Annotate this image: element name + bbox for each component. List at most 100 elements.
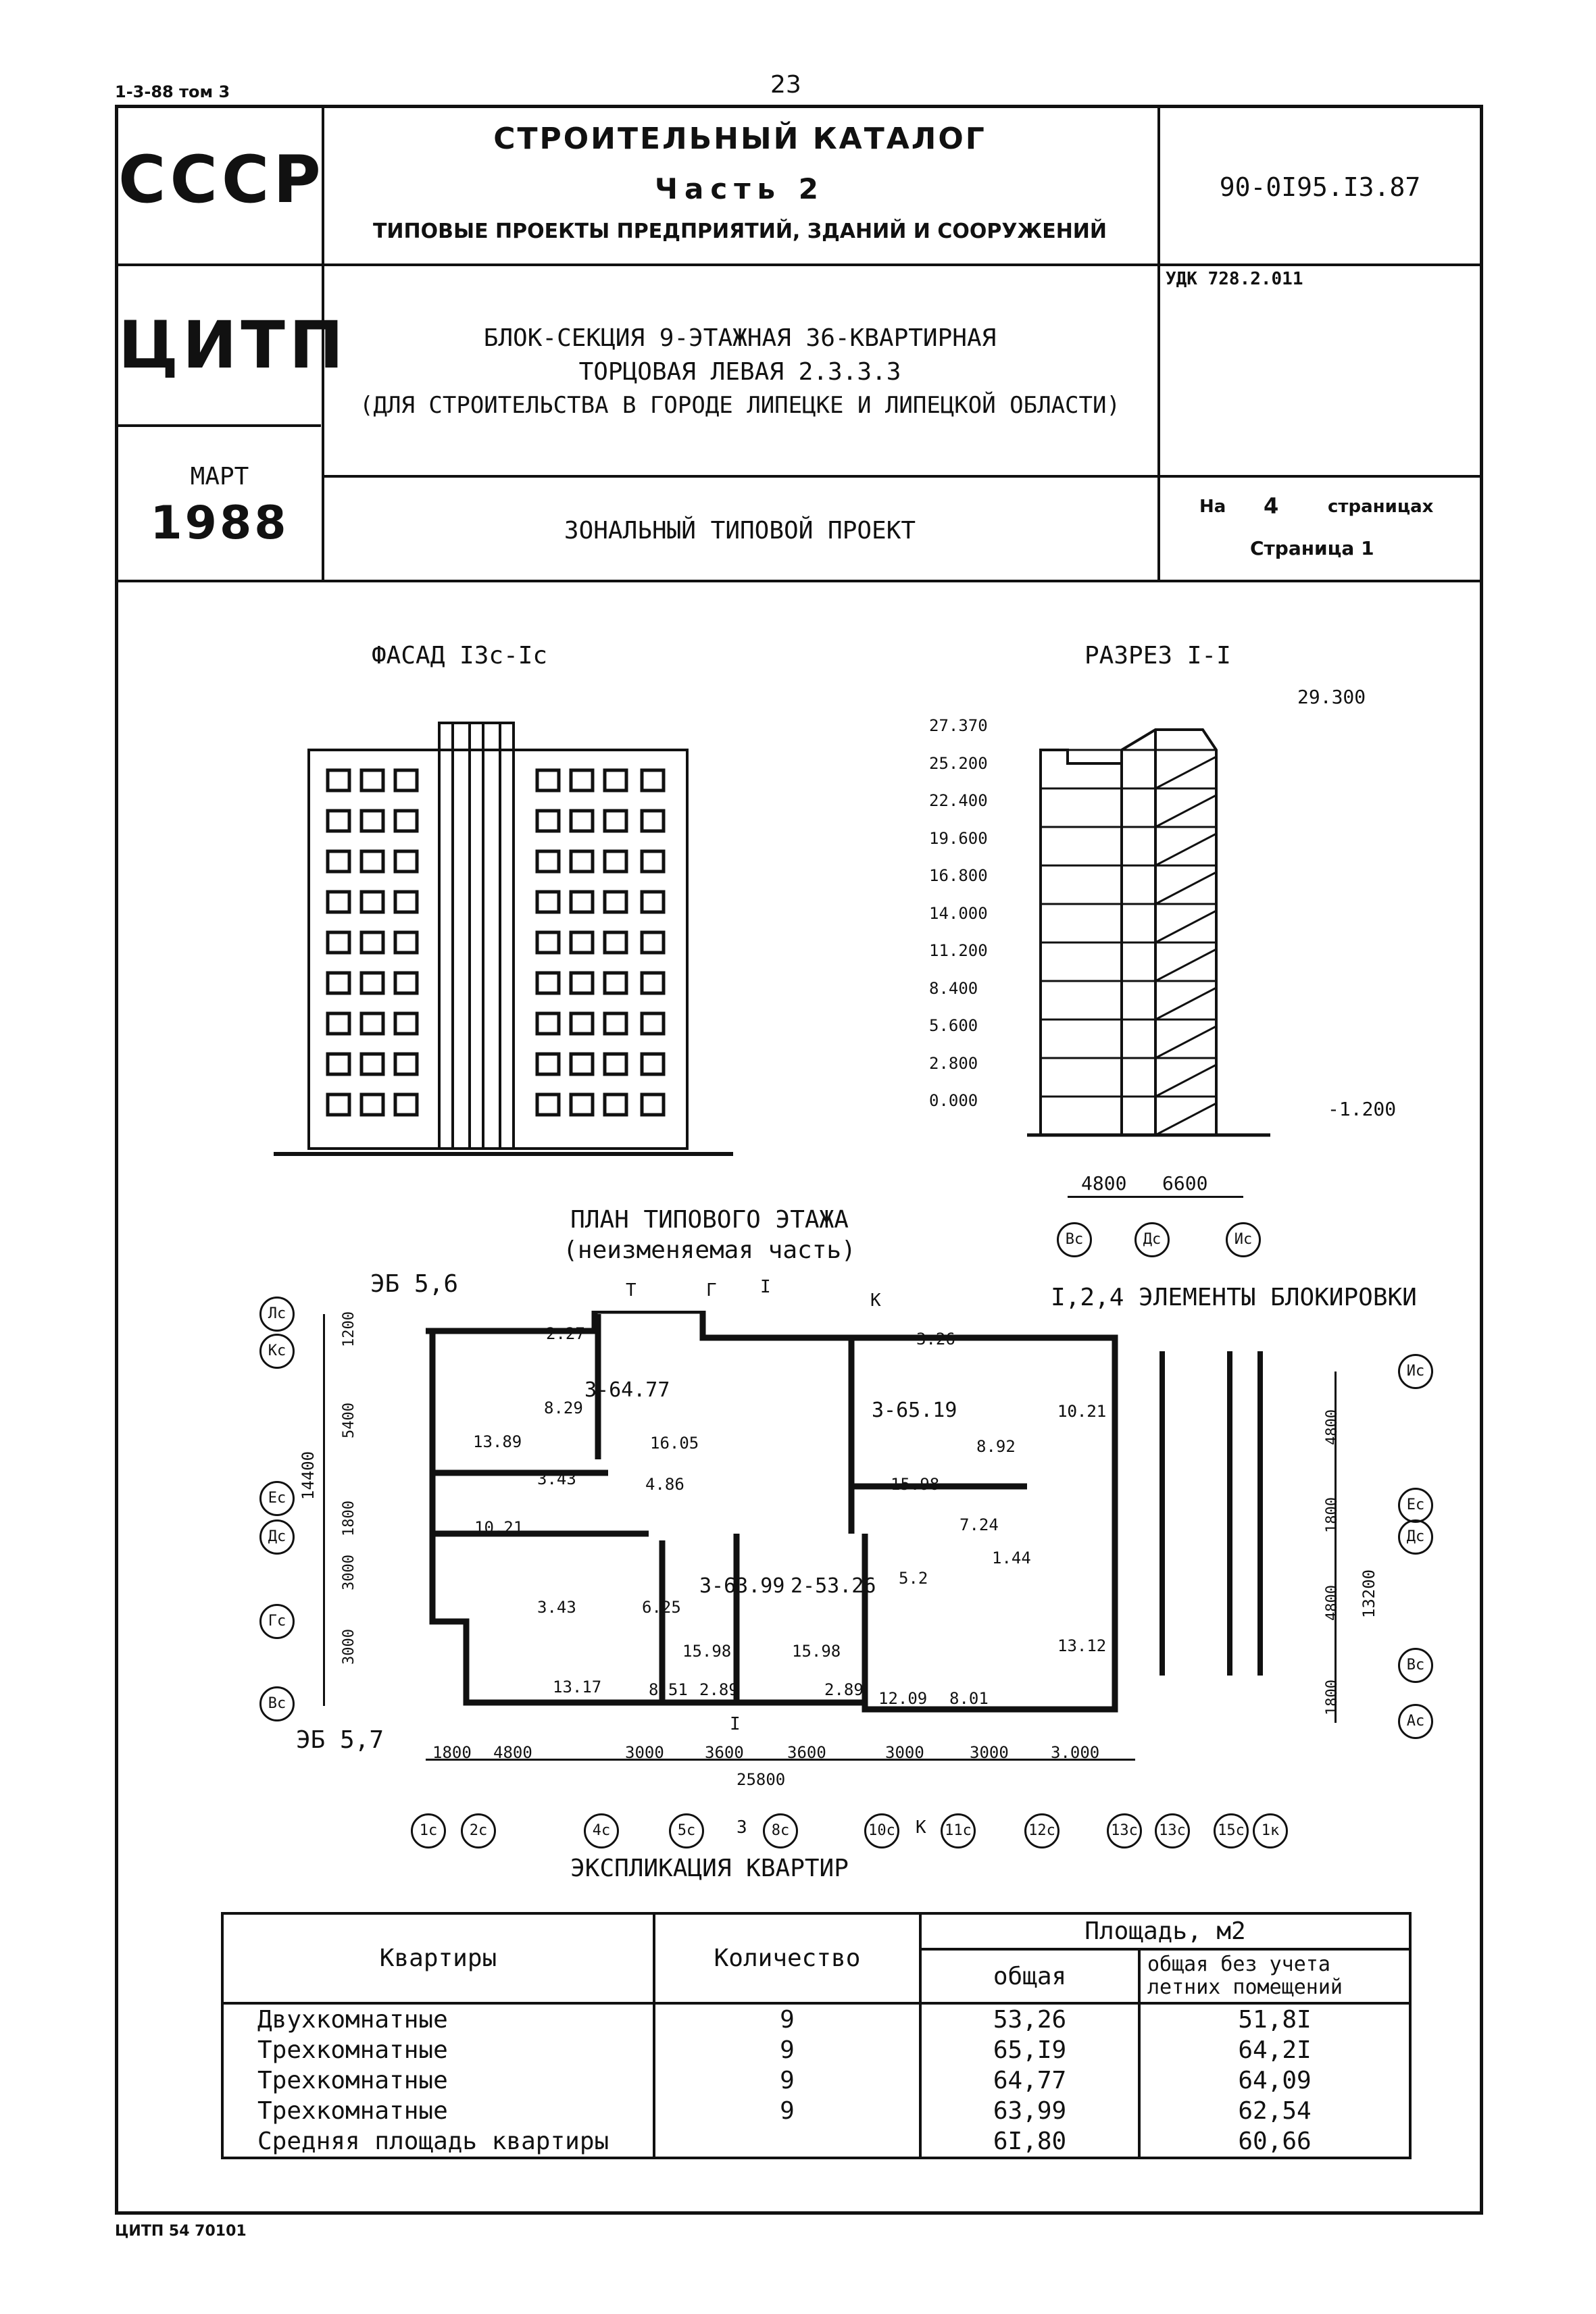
facade-window: [535, 890, 561, 914]
room-area: 1.44: [992, 1549, 1031, 1567]
plan-axis-bottom: 10с: [864, 1813, 899, 1848]
blocking-label: I,2,4 ЭЛЕМЕНТЫ БЛОКИРОВКИ: [1051, 1284, 1417, 1311]
explication-table: Квартиры Количество Площадь, м2 общая об…: [221, 1912, 1412, 2159]
facade-window: [326, 890, 351, 914]
col-area: Площадь, м2: [919, 1912, 1412, 1951]
facade-window: [603, 930, 628, 955]
row-no-summer: 64,2I: [1138, 2035, 1412, 2065]
room-area: 7.24: [959, 1515, 999, 1534]
plan-axis-right: Вс: [1398, 1648, 1433, 1683]
section-stair-flight: [1155, 755, 1217, 790]
room-area: 10.21: [474, 1518, 524, 1537]
plan-section-mark: I: [760, 1277, 771, 1297]
plan-axis-bottom: 2с: [461, 1813, 496, 1848]
plan-axis-bottom: 12с: [1024, 1813, 1059, 1848]
section-stair-flight: [1155, 948, 1217, 982]
facade-window: [640, 849, 666, 874]
col-total: общая: [919, 1948, 1141, 2005]
section-stair-flight: [1155, 832, 1217, 867]
section-title: РАЗРЕЗ I-I: [1084, 642, 1231, 670]
room-area: 3.43: [537, 1598, 576, 1617]
section-dim-2: 6600: [1162, 1172, 1208, 1194]
project-code: 90-0I95.I3.87: [1219, 172, 1421, 202]
section-level-mark: 22.400: [929, 791, 988, 810]
col-apartments: Квартиры: [221, 1912, 655, 2005]
plan-section-mark: З: [737, 1817, 747, 1838]
facade-window: [640, 809, 666, 833]
facade-window: [326, 930, 351, 955]
plan-axis-left: Ес: [259, 1481, 295, 1516]
table-row: Трехкомнатные 9 64,77 64,09: [221, 2065, 1412, 2096]
plan-dim-left-total: 14400: [299, 1451, 318, 1501]
row-no-summer: 62,54: [1138, 2096, 1412, 2126]
row-name: Трехкомнатные: [221, 2035, 655, 2065]
country-label: СССР: [118, 142, 325, 218]
room-area: 8.01: [949, 1689, 989, 1708]
plan-section-mark: I: [730, 1714, 741, 1734]
plan-axis-right: Дс: [1398, 1519, 1433, 1555]
plan-section-mark: Т: [626, 1280, 637, 1301]
apartment-label: 2-53.26: [791, 1574, 876, 1598]
year-label: 1988: [150, 497, 289, 550]
facade-window: [326, 1052, 351, 1076]
plan-axis-bottom: 1к: [1253, 1813, 1288, 1848]
facade-window: [359, 890, 385, 914]
facade-window: [569, 849, 595, 874]
plan-dim-left: 5400: [340, 1403, 357, 1438]
row-total: 53,26: [919, 2003, 1141, 2035]
blocking-elements: [1159, 1351, 1263, 1676]
plan-axis-left: Дс: [259, 1519, 295, 1555]
facade-window: [603, 809, 628, 833]
facade-window: [359, 1011, 385, 1036]
facade-window: [603, 971, 628, 995]
plan-dim-right-total: 13200: [1360, 1569, 1379, 1619]
section-stair-flight: [1155, 986, 1217, 1021]
room-area: 13.17: [553, 1678, 602, 1696]
facade-window: [393, 890, 419, 914]
plan-axis-bottom: 4с: [584, 1813, 619, 1848]
section-stair-flight: [1155, 1102, 1217, 1136]
plan-axis-right: Ес: [1398, 1488, 1433, 1523]
facade-window: [326, 971, 351, 995]
section-top-mark: 29.300: [1297, 686, 1366, 708]
table-row: Трехкомнатные 9 65,I9 64,2I: [221, 2035, 1412, 2065]
facade-drawing: [274, 722, 733, 1156]
room-area: 15.98: [682, 1642, 732, 1661]
facade-window: [393, 768, 419, 793]
room-area: 6.25: [642, 1598, 681, 1617]
plan-dim-left: 3000: [340, 1555, 357, 1590]
facade-window: [603, 849, 628, 874]
facade-window: [359, 971, 385, 995]
footer-code: ЦИТП 54 70101: [115, 2223, 247, 2240]
row-count: 9: [653, 2003, 922, 2035]
facade-window: [603, 1092, 628, 1117]
row-no-summer: 51,8I: [1138, 2003, 1412, 2035]
plan-axis-bottom: 13с: [1155, 1813, 1190, 1848]
col-count: Количество: [653, 1912, 922, 2005]
row-no-summer: 64,09: [1138, 2065, 1412, 2096]
facade-window: [569, 1092, 595, 1117]
room-area: 8.92: [976, 1437, 1016, 1456]
facade-window: [640, 890, 666, 914]
section-axis-marker: Ис: [1226, 1222, 1261, 1257]
room-area: 8.29: [544, 1399, 583, 1417]
plan-dim-line: [323, 1314, 325, 1706]
row-count: 9: [653, 2096, 922, 2126]
row-total: 65,I9: [919, 2035, 1141, 2065]
page-label: Страница 1: [1250, 537, 1374, 559]
project-line-2: ТОРЦОВАЯ ЛЕВАЯ 2.3.3.3: [578, 358, 901, 386]
plan-dim-left: 1800: [340, 1501, 357, 1536]
facade-window: [569, 768, 595, 793]
page-number: 23: [770, 71, 801, 99]
page-frame: [115, 105, 1483, 2215]
facade-window: [535, 1052, 561, 1076]
facade-window: [603, 890, 628, 914]
facade-window: [393, 809, 419, 833]
facade-window: [326, 1092, 351, 1117]
table-row: Двухкомнатные 9 53,26 51,8I: [221, 2003, 1412, 2035]
udk-code: УДК 728.2.011: [1166, 269, 1303, 289]
facade-window: [535, 1011, 561, 1036]
pages-prefix: На: [1199, 497, 1226, 517]
row-no-summer: 60,66: [1138, 2126, 1412, 2159]
row-total: 6I,80: [919, 2126, 1141, 2159]
